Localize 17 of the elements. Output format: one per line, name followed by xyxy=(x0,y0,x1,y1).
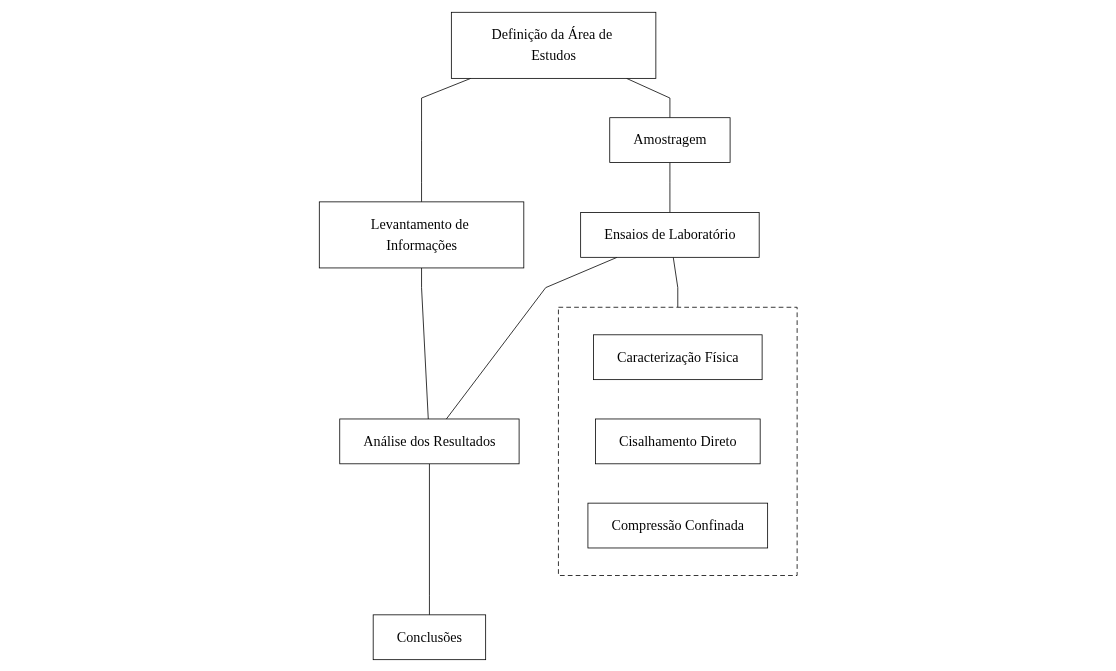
connector xyxy=(669,161,671,213)
node-box: Definição da Área de Estudos xyxy=(450,11,657,79)
node-box: Amostragem xyxy=(609,116,731,163)
node-box: Compressão Confinada xyxy=(587,502,768,548)
connector xyxy=(420,267,429,419)
node-box: Análise dos Resultados xyxy=(339,418,520,464)
connector xyxy=(428,462,430,615)
node-box: Caracterização Física xyxy=(592,333,763,380)
connector xyxy=(672,256,678,308)
connector xyxy=(445,256,618,419)
cluster xyxy=(557,306,798,576)
node-box: Conclusões xyxy=(372,613,486,660)
node-box: Cisalhamento Direto xyxy=(594,418,761,464)
connector xyxy=(625,77,671,118)
node-box: Ensaios de Laboratório xyxy=(580,211,760,258)
connector xyxy=(420,77,471,202)
node-box: Levantamento de Informações xyxy=(318,201,524,268)
